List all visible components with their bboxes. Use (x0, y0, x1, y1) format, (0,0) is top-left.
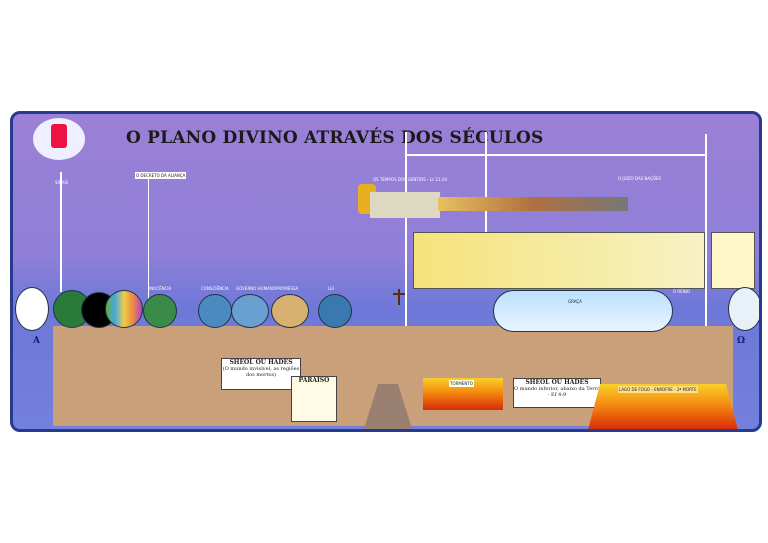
omega-symbol: Ω (737, 336, 746, 346)
kingdom-panel (711, 232, 755, 289)
paraiso-box: PARAÍSO (291, 376, 337, 422)
graca-ellipse (493, 290, 673, 332)
sheol-left-sub: (O mundo invisível, as regiões dos morto… (222, 366, 300, 378)
statue-legs (438, 197, 628, 211)
throne-icon (51, 124, 67, 148)
sheol-left-title: SHEOL OU HADES (229, 359, 293, 366)
paraiso-label: PARAÍSO (298, 377, 330, 384)
promessa-label: PROMESSA (276, 286, 299, 291)
timeline-line (485, 132, 487, 252)
sheol-right-title: SHEOL OU HADES (525, 379, 589, 386)
timeline-line (60, 172, 62, 292)
lei-circle (318, 294, 352, 328)
tempos-gentios-label: OS TEMPOS DOS GENTIOS - Lc 21:24 (373, 177, 447, 182)
governo-label: GOVERNO HUMANO (236, 286, 276, 291)
juizo-label: O JUÍZO DAS NAÇÕES (618, 176, 662, 181)
timeline-line (148, 172, 149, 302)
statue-body (370, 192, 440, 218)
consciencia-label: CONSCIÊNCIA (201, 286, 229, 291)
promessa-circle (271, 294, 309, 328)
cross-icon (398, 289, 400, 305)
chart-title: O PLANO DIVINO ATRAVÉS DOS SÉCULOS (126, 128, 544, 148)
poster: O PLANO DIVINO ATRAVÉS DOS SÉCULOS SINAI… (10, 111, 762, 432)
graca-label: GRAÇA (568, 299, 582, 304)
reino-circle (728, 287, 759, 331)
sheol-right-sub: O mundo inferior, abaixo da Terra - Ef 4… (514, 386, 600, 398)
decreto-label: O DECRETO DA ALIANÇA (135, 172, 187, 179)
cross-beam (393, 293, 405, 295)
lake-of-fire-label: LAGO DE FOGO - ENXOFRE - 2ª MORTE (618, 386, 698, 393)
sheol-left-box: SHEOL OU HADES (O mundo invisível, as re… (221, 358, 301, 390)
consciencia-circle (198, 294, 232, 328)
creation-circle (15, 287, 49, 331)
tormento-label: TORMENTO (449, 380, 474, 387)
sinais-label: SINAIS (55, 180, 69, 185)
creation-days-circle (105, 290, 143, 328)
church-age-panel (413, 232, 705, 289)
reino-label: O REINO (673, 289, 691, 294)
alpha-symbol: A (33, 336, 40, 346)
governo-circle (231, 294, 269, 328)
inocencia-label: INOCÊNCIA (149, 286, 172, 291)
sheol-right-box: SHEOL OU HADES O mundo inferior, abaixo … (513, 378, 601, 408)
inocencia-circle (143, 294, 177, 328)
lei-label: LEI (328, 286, 334, 291)
timeline-line (405, 154, 705, 156)
timeline-line (705, 134, 707, 394)
timeline-line (405, 132, 407, 332)
